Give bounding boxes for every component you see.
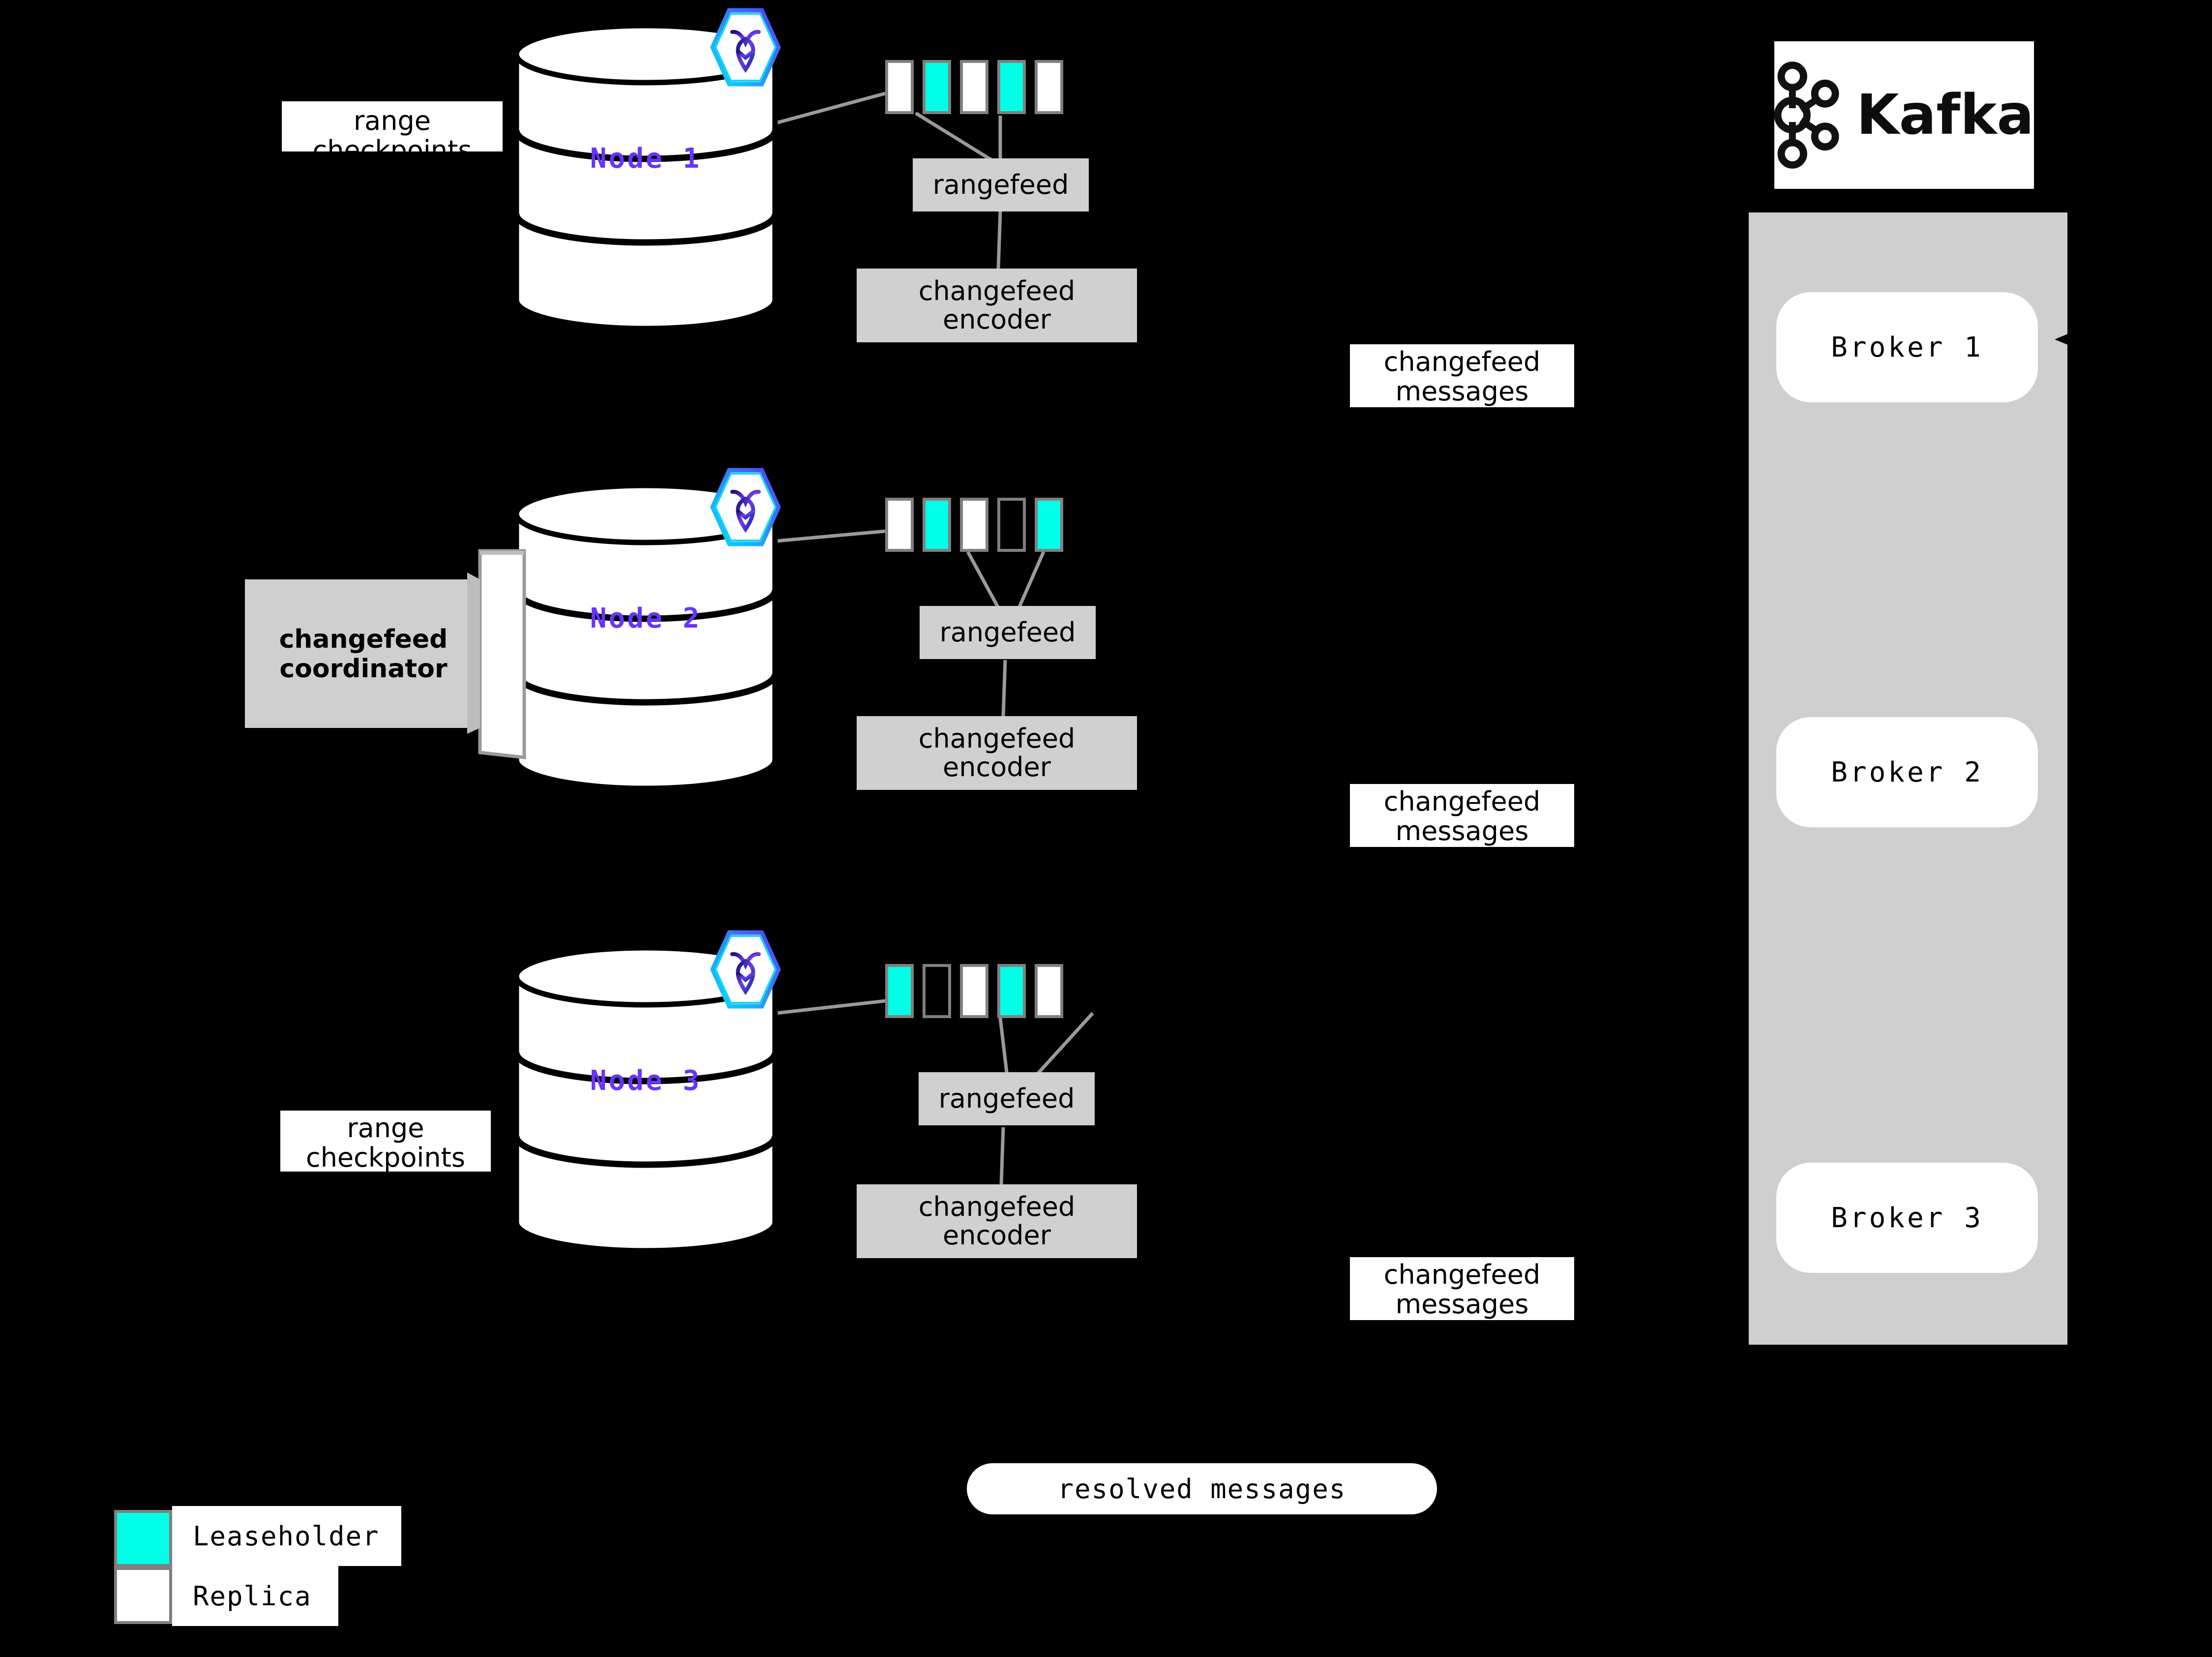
changefeed-coordinator[interactable]: changefeed coordinator (245, 549, 546, 759)
messages-line-2: messages (1395, 376, 1529, 407)
node-1-changefeed-encoder-box[interactable]: changefeed encoder (857, 269, 1137, 342)
node-3-checkpoint-line1: range (347, 1113, 424, 1144)
range-box[interactable] (960, 60, 988, 114)
messages-line-1: changefeed (1383, 1259, 1541, 1290)
node-2-changefeed-encoder-box[interactable]: changefeed encoder (857, 716, 1137, 790)
range-box[interactable] (997, 498, 1026, 552)
node-2-cylinder: Node 2 (513, 482, 778, 791)
node-3-changefeed-encoder-box[interactable]: changefeed encoder (857, 1184, 1137, 1258)
node-1-range-checkpoints-label: range checkpoints (282, 101, 503, 165)
cockroachdb-logo-icon (707, 466, 784, 548)
node-2-label: Node 2 (590, 603, 702, 634)
messages-line-1: changefeed (1383, 786, 1541, 817)
kafka-mark-icon (1774, 52, 1840, 178)
node-1-changefeed-messages-label: changefeed messages (1350, 344, 1574, 407)
node-1-range-boxes (885, 60, 1063, 114)
node-2-rangefeed-box[interactable]: rangefeed (920, 606, 1096, 659)
broker-2[interactable]: Broker 2 (1776, 717, 2038, 827)
cockroachdb-logo-icon (707, 6, 784, 88)
range-box[interactable] (997, 60, 1026, 114)
node-1-rangefeed-box[interactable]: rangefeed (913, 158, 1089, 211)
range-box[interactable] (885, 498, 914, 552)
messages-line-2: messages (1395, 1289, 1529, 1320)
range-box[interactable] (960, 498, 988, 552)
range-box[interactable] (1035, 498, 1063, 552)
encoder-line-2: encoder (943, 1220, 1051, 1251)
range-box[interactable] (1035, 60, 1063, 114)
node-3-range-boxes (885, 964, 1063, 1018)
coordinator-line-2: coordinator (279, 654, 448, 684)
kafka-logo-box: Kafka (1774, 41, 2034, 189)
encoder-line-2: encoder (943, 752, 1051, 783)
legend-swatch-replica (114, 1567, 172, 1624)
range-box[interactable] (923, 498, 951, 552)
node-3-rangefeed-box[interactable]: rangefeed (919, 1072, 1095, 1125)
node-3-range-checkpoints-label: range checkpoints (280, 1111, 491, 1174)
legend-swatch-leaseholder (114, 1510, 172, 1567)
range-box[interactable] (997, 964, 1026, 1018)
node-3-label: Node 3 (590, 1065, 702, 1097)
node-1-label: Node 1 (590, 143, 702, 175)
range-box[interactable] (885, 964, 914, 1018)
coordinator-line-1: changefeed (279, 624, 448, 654)
encoder-line-1: changefeed (918, 1191, 1076, 1222)
node-1-checkpoint-line1: range (353, 105, 431, 136)
encoder-line-2: encoder (943, 304, 1051, 335)
messages-line-2: messages (1395, 815, 1529, 847)
kafka-wordmark: Kafka (1856, 83, 2034, 147)
range-box[interactable] (1035, 964, 1063, 1018)
node-2-range-boxes (885, 498, 1063, 552)
node-3-cylinder: Node 3 (513, 945, 778, 1254)
legend-label-leaseholder: Leaseholder (172, 1506, 401, 1566)
node-1-checkpoint-line2: checkpoints (312, 135, 472, 166)
broker-1[interactable]: Broker 1 (1776, 292, 2038, 402)
node-3-changefeed-messages-label: changefeed messages (1350, 1257, 1574, 1320)
messages-line-1: changefeed (1383, 346, 1541, 377)
node-2-changefeed-messages-label: changefeed messages (1350, 784, 1574, 847)
broker-3[interactable]: Broker 3 (1776, 1163, 2038, 1273)
encoder-line-1: changefeed (918, 723, 1076, 754)
node-1-cylinder: Node 1 (513, 23, 778, 331)
legend: Leaseholder Replica (114, 1506, 419, 1633)
range-box[interactable] (923, 964, 951, 1018)
legend-label-replica: Replica (172, 1566, 338, 1626)
cockroachdb-logo-icon (707, 929, 784, 1010)
broker-inbound-arrow-icon (2055, 325, 2114, 354)
resolved-messages-pill: resolved messages (967, 1463, 1437, 1514)
range-box[interactable] (885, 60, 914, 114)
range-box[interactable] (923, 60, 951, 114)
node-3-checkpoint-line2: checkpoints (306, 1142, 465, 1174)
encoder-line-1: changefeed (918, 275, 1076, 306)
range-box[interactable] (960, 964, 988, 1018)
